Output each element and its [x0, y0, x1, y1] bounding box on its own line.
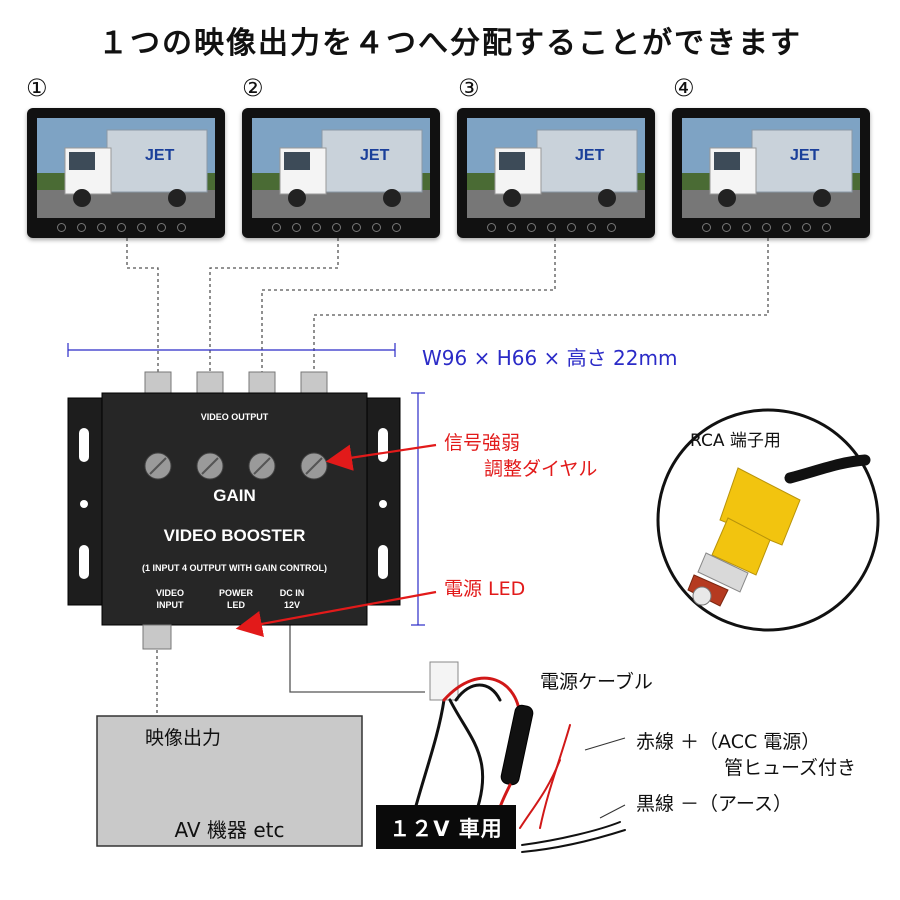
gain-dial-callout-line2: 調整ダイヤル	[484, 458, 598, 480]
monitor-screen: JET	[252, 118, 430, 218]
power-cable-label: 電源ケーブル	[540, 671, 653, 693]
red-wire-leader	[584, 737, 626, 751]
monitor-button	[117, 223, 126, 232]
truck-image-icon: JET	[37, 118, 215, 218]
monitor-2: JET	[242, 108, 440, 238]
device-body	[101, 392, 368, 626]
led-callout-arrow	[235, 590, 437, 638]
dimension-lines	[67, 343, 425, 626]
rca-label: RCA 端子用	[690, 431, 781, 451]
dimensions-label: W96 × H66 × 高さ 22mm	[422, 346, 678, 370]
monitor-button	[487, 223, 496, 232]
badge-12v: １２V 車用	[389, 817, 503, 841]
monitor-button	[782, 223, 791, 232]
monitor-button	[272, 223, 281, 232]
device-subtitle: (1 INPUT 4 OUTPUT WITH GAIN CONTROL)	[142, 563, 327, 573]
fuse-label: 管ヒューズ付き	[724, 757, 857, 779]
monitor-button	[587, 223, 596, 232]
monitor-button	[392, 223, 401, 232]
monitor-button	[137, 223, 146, 232]
truck-logo: JET	[145, 147, 175, 164]
monitor-button	[802, 223, 811, 232]
badge-12v-bg	[376, 805, 516, 849]
monitor-button	[702, 223, 711, 232]
monitor-button	[157, 223, 166, 232]
monitor-number-2: ②	[242, 74, 264, 102]
page-title: １つの映像出力を４つへ分配することができます	[98, 26, 802, 61]
truck-image-icon: JET	[252, 118, 430, 218]
rca-plug-icon	[687, 454, 871, 607]
truck-image-icon: JET	[682, 118, 860, 218]
monitor-button	[177, 223, 186, 232]
device-name: VIDEO BOOSTER	[163, 526, 306, 545]
monitor-3: JET	[457, 108, 655, 238]
monitor-button	[527, 223, 536, 232]
monitor-screen: JET	[682, 118, 860, 218]
monitor-button	[57, 223, 66, 232]
monitor-button	[97, 223, 106, 232]
monitor-button	[352, 223, 361, 232]
monitor-button	[292, 223, 301, 232]
monitor-button	[567, 223, 576, 232]
black-wire-label: 黒線 －（アース）	[636, 793, 792, 815]
gain-label: GAIN	[213, 486, 256, 505]
monitor-button	[762, 223, 771, 232]
monitor-number-3: ③	[458, 74, 480, 102]
black-wire-leader	[599, 804, 626, 819]
monitor-screen: JET	[467, 118, 645, 218]
monitor-button	[77, 223, 86, 232]
av-box-header: 映像出力	[145, 727, 222, 749]
red-wire-label: 赤線 ＋（ACC 電源）	[636, 731, 821, 753]
monitor-button	[607, 223, 616, 232]
video-input-label: VIDEO INPUT	[155, 588, 184, 610]
monitor-button	[547, 223, 556, 232]
truck-logo: JET	[360, 147, 390, 164]
power-led-callout: 電源 LED	[444, 578, 526, 600]
truck-image-icon: JET	[467, 118, 645, 218]
monitor-4: JET	[672, 108, 870, 238]
monitor-number-4: ④	[673, 74, 695, 102]
monitor-button	[372, 223, 381, 232]
av-box-label: AV 機器 etc	[174, 818, 285, 842]
power-led-label: POWER LED	[218, 588, 253, 610]
monitor-button	[822, 223, 831, 232]
monitor-button	[507, 223, 516, 232]
truck-logo: JET	[575, 147, 605, 164]
monitor-screen: JET	[37, 118, 215, 218]
monitor-button	[332, 223, 341, 232]
av-equipment-box	[96, 715, 363, 847]
gain-dial-callout-line1: 信号強弱	[444, 432, 521, 454]
truck-logo: JET	[790, 147, 820, 164]
video-output-label: VIDEO OUTPUT	[200, 412, 269, 422]
dc-in-label: DC IN 12V	[279, 588, 305, 610]
monitor-1: JET	[27, 108, 225, 238]
gain-callout-arrow	[325, 443, 437, 471]
rca-output-connectors	[144, 371, 328, 395]
monitor-button	[312, 223, 321, 232]
monitor-button	[742, 223, 751, 232]
signal-lines	[126, 238, 769, 716]
dc-line	[289, 625, 425, 693]
gain-dials	[144, 452, 328, 480]
monitor-button	[722, 223, 731, 232]
monitor-number-1: ①	[26, 74, 48, 102]
video-input-connector	[142, 624, 172, 650]
